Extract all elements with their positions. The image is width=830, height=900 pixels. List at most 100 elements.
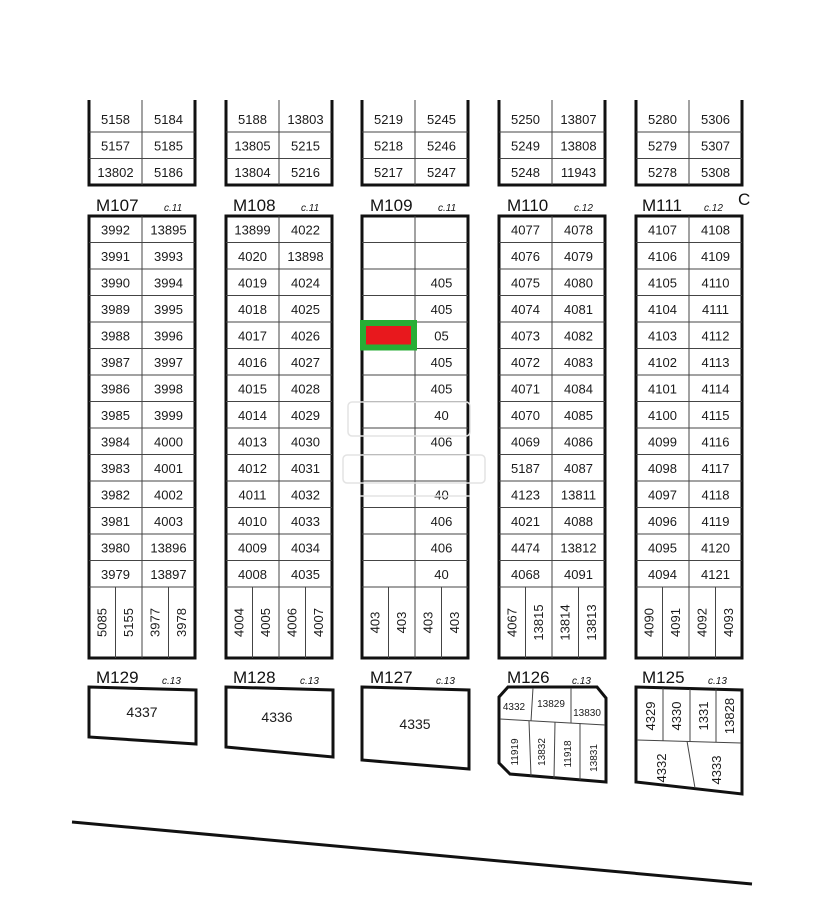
lot-number[interactable]: 4106: [648, 249, 677, 264]
lot-number[interactable]: 13815: [531, 604, 546, 640]
lot-number[interactable]: 4119: [702, 514, 730, 529]
lot-number[interactable]: 4111: [702, 302, 729, 317]
lot-number[interactable]: 4093: [721, 608, 736, 637]
lot-number[interactable]: 4084: [564, 381, 593, 396]
lot-label[interactable]: 4337: [126, 704, 157, 720]
lot-number[interactable]: 4087: [564, 461, 593, 476]
lot-label[interactable]: 4329: [643, 702, 658, 731]
lot-number[interactable]: 4014: [238, 408, 267, 423]
lot-number[interactable]: 4103: [648, 328, 677, 343]
lot-number[interactable]: 3986: [101, 381, 130, 396]
lot-number[interactable]: 4021: [511, 514, 540, 529]
lot-number[interactable]: 5307: [701, 138, 730, 153]
lot-number[interactable]: 4094: [648, 567, 677, 582]
lot-number[interactable]: 13814: [557, 604, 572, 640]
lot-number[interactable]: 5280: [648, 112, 677, 127]
lot-number[interactable]: 5308: [701, 165, 730, 180]
lot-number[interactable]: 4113: [702, 355, 730, 370]
lot-number[interactable]: 13807: [560, 112, 596, 127]
lot-label[interactable]: 4332: [503, 702, 526, 713]
lot-number[interactable]: 4067: [504, 608, 519, 637]
lot-number[interactable]: 4090: [641, 608, 656, 637]
lot-number[interactable]: 3985: [101, 408, 130, 423]
lot-number[interactable]: 4114: [702, 381, 730, 396]
lot-number[interactable]: 13896: [150, 540, 186, 555]
lot-number[interactable]: 4115: [702, 408, 730, 423]
lot-number[interactable]: 5245: [427, 112, 456, 127]
lot-label[interactable]: 13830: [573, 708, 601, 719]
lot-number[interactable]: 4080: [564, 275, 593, 290]
lot-number[interactable]: 4035: [291, 567, 320, 582]
lot-number[interactable]: 4097: [648, 487, 677, 502]
lot-number[interactable]: 4068: [511, 567, 540, 582]
lot-number[interactable]: 3997: [154, 355, 183, 370]
lot-number[interactable]: 4079: [564, 249, 593, 264]
lot-number[interactable]: 4071: [511, 381, 540, 396]
lot-number[interactable]: 4029: [291, 408, 320, 423]
lot-number[interactable]: 3982: [101, 487, 130, 502]
lot-number[interactable]: 3998: [154, 381, 183, 396]
lot-label[interactable]: 1331: [696, 702, 711, 731]
lot-number[interactable]: 5219: [374, 112, 403, 127]
lot-number[interactable]: 405: [431, 302, 453, 317]
lot-number[interactable]: 4024: [291, 275, 320, 290]
lot-number[interactable]: 4117: [702, 461, 730, 476]
lot-number[interactable]: 4474: [511, 540, 540, 555]
lot-number[interactable]: 3987: [101, 355, 130, 370]
lot-number[interactable]: 4077: [511, 222, 540, 237]
lot-number[interactable]: 4082: [564, 328, 593, 343]
lot-number[interactable]: 3992: [101, 222, 130, 237]
lot-number[interactable]: 405: [431, 275, 453, 290]
lot-number[interactable]: 4003: [154, 514, 183, 529]
lot-number[interactable]: 5250: [511, 112, 540, 127]
lot-number[interactable]: 405: [431, 355, 453, 370]
lot-number[interactable]: 4100: [648, 408, 677, 423]
lot-number[interactable]: 403: [367, 612, 382, 634]
lot-number[interactable]: 4095: [648, 540, 677, 555]
lot-number[interactable]: 4015: [238, 381, 267, 396]
lot-number[interactable]: 5215: [291, 138, 320, 153]
lot-number[interactable]: 4086: [564, 434, 593, 449]
lot-number[interactable]: 5247: [427, 165, 456, 180]
lot-number[interactable]: 4018: [238, 302, 267, 317]
lot-number[interactable]: 13899: [234, 222, 270, 237]
lot-number[interactable]: 3983: [101, 461, 130, 476]
lot-number[interactable]: 4096: [648, 514, 677, 529]
lot-number[interactable]: 4020: [238, 249, 267, 264]
lot-number[interactable]: 3978: [174, 608, 189, 637]
lot-number[interactable]: 4025: [291, 302, 320, 317]
lot-number[interactable]: 4005: [258, 608, 273, 637]
lot-number[interactable]: 13895: [150, 222, 186, 237]
lot-number[interactable]: 13804: [234, 165, 270, 180]
lot-number[interactable]: 4006: [284, 608, 299, 637]
lot-number[interactable]: 4075: [511, 275, 540, 290]
lot-number[interactable]: 4078: [564, 222, 593, 237]
lot-label[interactable]: 13832: [537, 738, 548, 766]
lot-number[interactable]: 405: [431, 381, 453, 396]
lot-number[interactable]: 4033: [291, 514, 320, 529]
lot-number[interactable]: 3993: [154, 249, 183, 264]
lot-number[interactable]: 5157: [101, 138, 130, 153]
lot-number[interactable]: 5158: [101, 112, 130, 127]
lot-number[interactable]: 13805: [234, 138, 270, 153]
lot-number[interactable]: 4099: [648, 434, 677, 449]
lot-label[interactable]: 4332: [654, 754, 669, 783]
lot-number[interactable]: 13898: [287, 249, 323, 264]
lot-number[interactable]: 4070: [511, 408, 540, 423]
lot-number[interactable]: 13812: [560, 540, 596, 555]
lot-number[interactable]: 05: [434, 328, 448, 343]
lot-number[interactable]: 3995: [154, 302, 183, 317]
lot-number[interactable]: 4102: [648, 355, 677, 370]
lot-number[interactable]: 3977: [147, 608, 162, 637]
lot-number[interactable]: 13803: [287, 112, 323, 127]
lot-number[interactable]: 403: [394, 612, 409, 634]
lot-number[interactable]: 4091: [668, 608, 683, 637]
lot-number[interactable]: 4107: [648, 222, 677, 237]
lot-label[interactable]: 4336: [261, 709, 292, 725]
lot-number[interactable]: 4022: [291, 222, 320, 237]
lot-number[interactable]: 4091: [564, 567, 593, 582]
lot-number[interactable]: 4108: [701, 222, 730, 237]
lot-number[interactable]: 4010: [238, 514, 267, 529]
lot-number[interactable]: 4085: [564, 408, 593, 423]
lot-number[interactable]: 3989: [101, 302, 130, 317]
